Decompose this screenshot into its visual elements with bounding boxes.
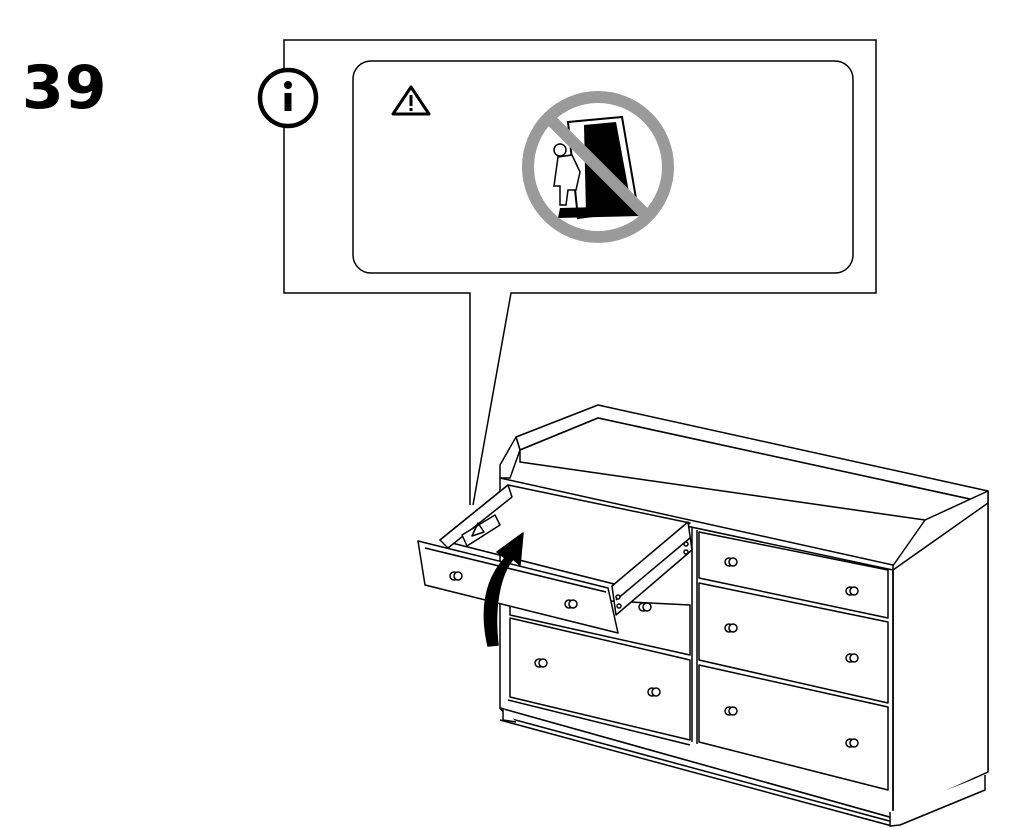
callout-frame bbox=[283, 39, 877, 506]
close-drawer-arrow-icon bbox=[483, 532, 524, 647]
info-icon bbox=[257, 67, 319, 129]
knob bbox=[845, 738, 859, 748]
knob bbox=[638, 602, 652, 612]
knob bbox=[845, 653, 859, 663]
step-number: 39 bbox=[22, 53, 108, 123]
open-drawer bbox=[417, 484, 693, 634]
drawer-knobs bbox=[534, 557, 859, 748]
warning-triangle-icon bbox=[391, 85, 431, 116]
knob bbox=[724, 623, 738, 633]
knob bbox=[845, 586, 859, 596]
no-climbing-prohibition-icon bbox=[522, 91, 674, 243]
knob bbox=[647, 687, 661, 697]
knob bbox=[534, 658, 548, 668]
knob bbox=[724, 557, 738, 567]
knob bbox=[449, 571, 463, 581]
knob bbox=[564, 599, 578, 609]
knob bbox=[724, 706, 738, 716]
